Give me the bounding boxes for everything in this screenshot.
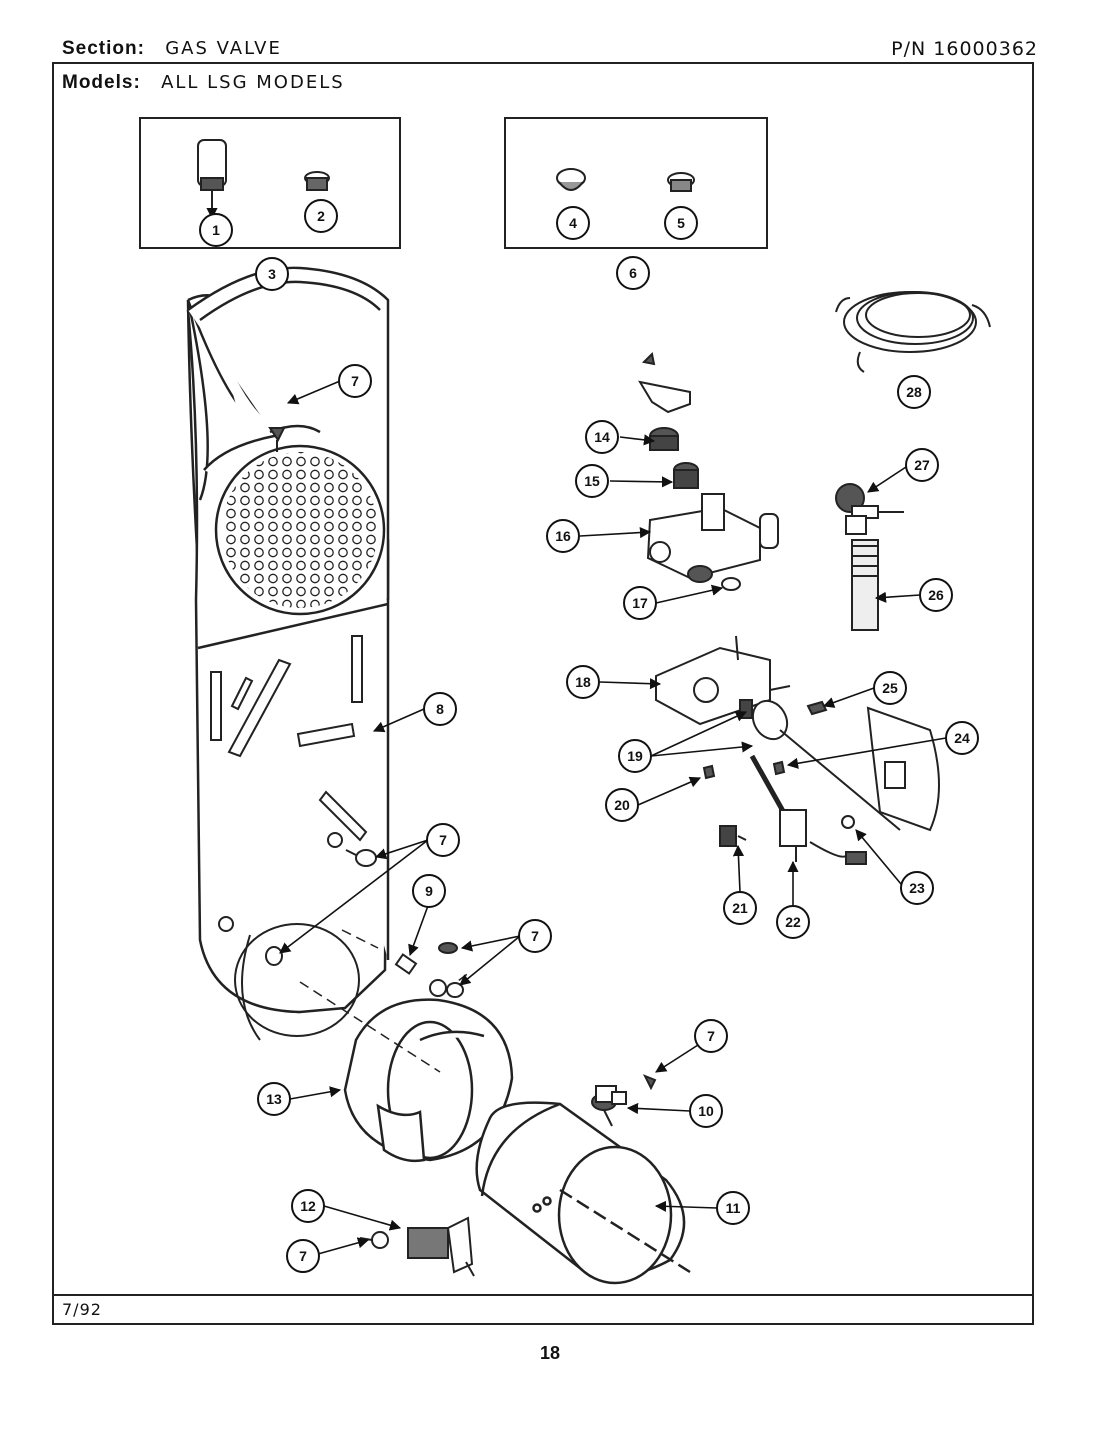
svg-text:17: 17	[632, 595, 648, 611]
orifice-part-2	[304, 171, 330, 191]
svg-text:22: 22	[785, 914, 801, 930]
section-heading: Section: GAS VALVE	[62, 38, 282, 60]
callout-5: 5	[664, 206, 698, 240]
svg-text:4: 4	[569, 215, 577, 231]
screws-part-7	[265, 427, 657, 1249]
svg-text:13: 13	[266, 1091, 282, 1107]
callout-27: 27	[905, 448, 939, 482]
burner-cylinder-part-11	[475, 1101, 691, 1285]
bracket-part-9	[394, 953, 418, 975]
callout-18: 18	[566, 665, 600, 699]
svg-text:7: 7	[439, 832, 447, 848]
callout-7-housing: 7	[426, 823, 460, 857]
callout-14: 14	[585, 420, 619, 454]
callout-19: 19	[618, 739, 652, 773]
callout-22: 22	[776, 905, 810, 939]
callout-2: 2	[304, 199, 338, 233]
models-heading: Models: ALL LSG MODELS	[62, 72, 345, 94]
svg-text:8: 8	[436, 701, 444, 717]
svg-text:24: 24	[954, 730, 970, 746]
wire-harness-part-28	[835, 291, 991, 373]
callout-3: 3	[255, 257, 289, 291]
callout-7-top: 7	[338, 364, 372, 398]
callout-20: 20	[605, 788, 639, 822]
callout-6: 6	[616, 256, 650, 290]
switch-part-12	[407, 1216, 475, 1277]
svg-text:5: 5	[677, 215, 685, 231]
callout-25: 25	[873, 671, 907, 705]
callout-15: 15	[575, 464, 609, 498]
callout-12: 12	[291, 1189, 325, 1223]
svg-text:28: 28	[906, 384, 922, 400]
section-value: GAS VALVE	[165, 38, 282, 59]
svg-text:1: 1	[212, 222, 220, 238]
callout-8: 8	[423, 692, 457, 726]
callout-11: 11	[716, 1191, 750, 1225]
page-number: 18	[539, 1343, 561, 1363]
leader-lines	[206, 207, 947, 1255]
svg-text:11: 11	[726, 1200, 741, 1216]
gas-valve-part-16	[637, 351, 779, 591]
callout-21: 21	[723, 891, 757, 925]
svg-text:12: 12	[300, 1198, 316, 1214]
svg-text:7: 7	[299, 1248, 307, 1264]
svg-text:21: 21	[732, 900, 748, 916]
svg-text:14: 14	[594, 429, 610, 445]
svg-text:9: 9	[425, 883, 433, 899]
callout-7-switch: 7	[286, 1239, 320, 1273]
kit-box-6	[504, 117, 768, 249]
burner-tube-part-13	[343, 998, 514, 1163]
callout-9: 9	[412, 874, 446, 908]
svg-text:10: 10	[698, 1103, 714, 1119]
svg-text:25: 25	[882, 680, 898, 696]
diagram-frame	[52, 62, 1034, 1325]
housing-slots	[210, 635, 368, 932]
svg-text:3: 3	[268, 266, 276, 282]
kit-box-3	[139, 117, 401, 249]
section-label: Section:	[62, 38, 145, 59]
sensor-part-10	[591, 1085, 627, 1127]
callout-4: 4	[556, 206, 590, 240]
svg-text:7: 7	[531, 928, 539, 944]
callout-16: 16	[546, 519, 580, 553]
callout-7-tube: 7	[518, 919, 552, 953]
svg-text:20: 20	[614, 797, 630, 813]
callout-17: 17	[623, 586, 657, 620]
svg-text:7: 7	[351, 373, 359, 389]
orifice-part-5	[667, 172, 695, 192]
orifice-part-1	[197, 139, 227, 214]
svg-text:23: 23	[909, 880, 925, 896]
callout-24: 24	[945, 721, 979, 755]
svg-text:19: 19	[627, 748, 643, 764]
svg-text:15: 15	[584, 473, 600, 489]
callout-13: 13	[257, 1082, 291, 1116]
callout-23: 23	[900, 871, 934, 905]
small-fasteners-20-24	[702, 754, 867, 865]
svg-text:2: 2	[317, 208, 325, 224]
svg-text:26: 26	[928, 587, 944, 603]
callout-26: 26	[919, 578, 953, 612]
orifice-part-4	[556, 168, 586, 191]
svg-text:6: 6	[629, 265, 637, 281]
svg-text:7: 7	[707, 1028, 715, 1044]
callout-10: 10	[689, 1094, 723, 1128]
callout-1: 1	[199, 213, 233, 247]
svg-text:18: 18	[575, 674, 591, 690]
svg-text:27: 27	[914, 457, 930, 473]
valve-bracket-part-18	[655, 635, 940, 832]
gas-pipe-parts-26-27	[835, 483, 904, 631]
callout-28: 28	[897, 375, 931, 409]
part-number: P/N 16000362	[891, 38, 1038, 60]
perforated-grill	[214, 444, 386, 616]
callout-7-sensor: 7	[694, 1019, 728, 1053]
revision-date: 7/92	[62, 1300, 102, 1319]
housing-opening	[234, 923, 360, 1041]
models-value: ALL LSG MODELS	[161, 72, 345, 93]
svg-text:16: 16	[555, 528, 571, 544]
models-label: Models:	[62, 72, 141, 93]
